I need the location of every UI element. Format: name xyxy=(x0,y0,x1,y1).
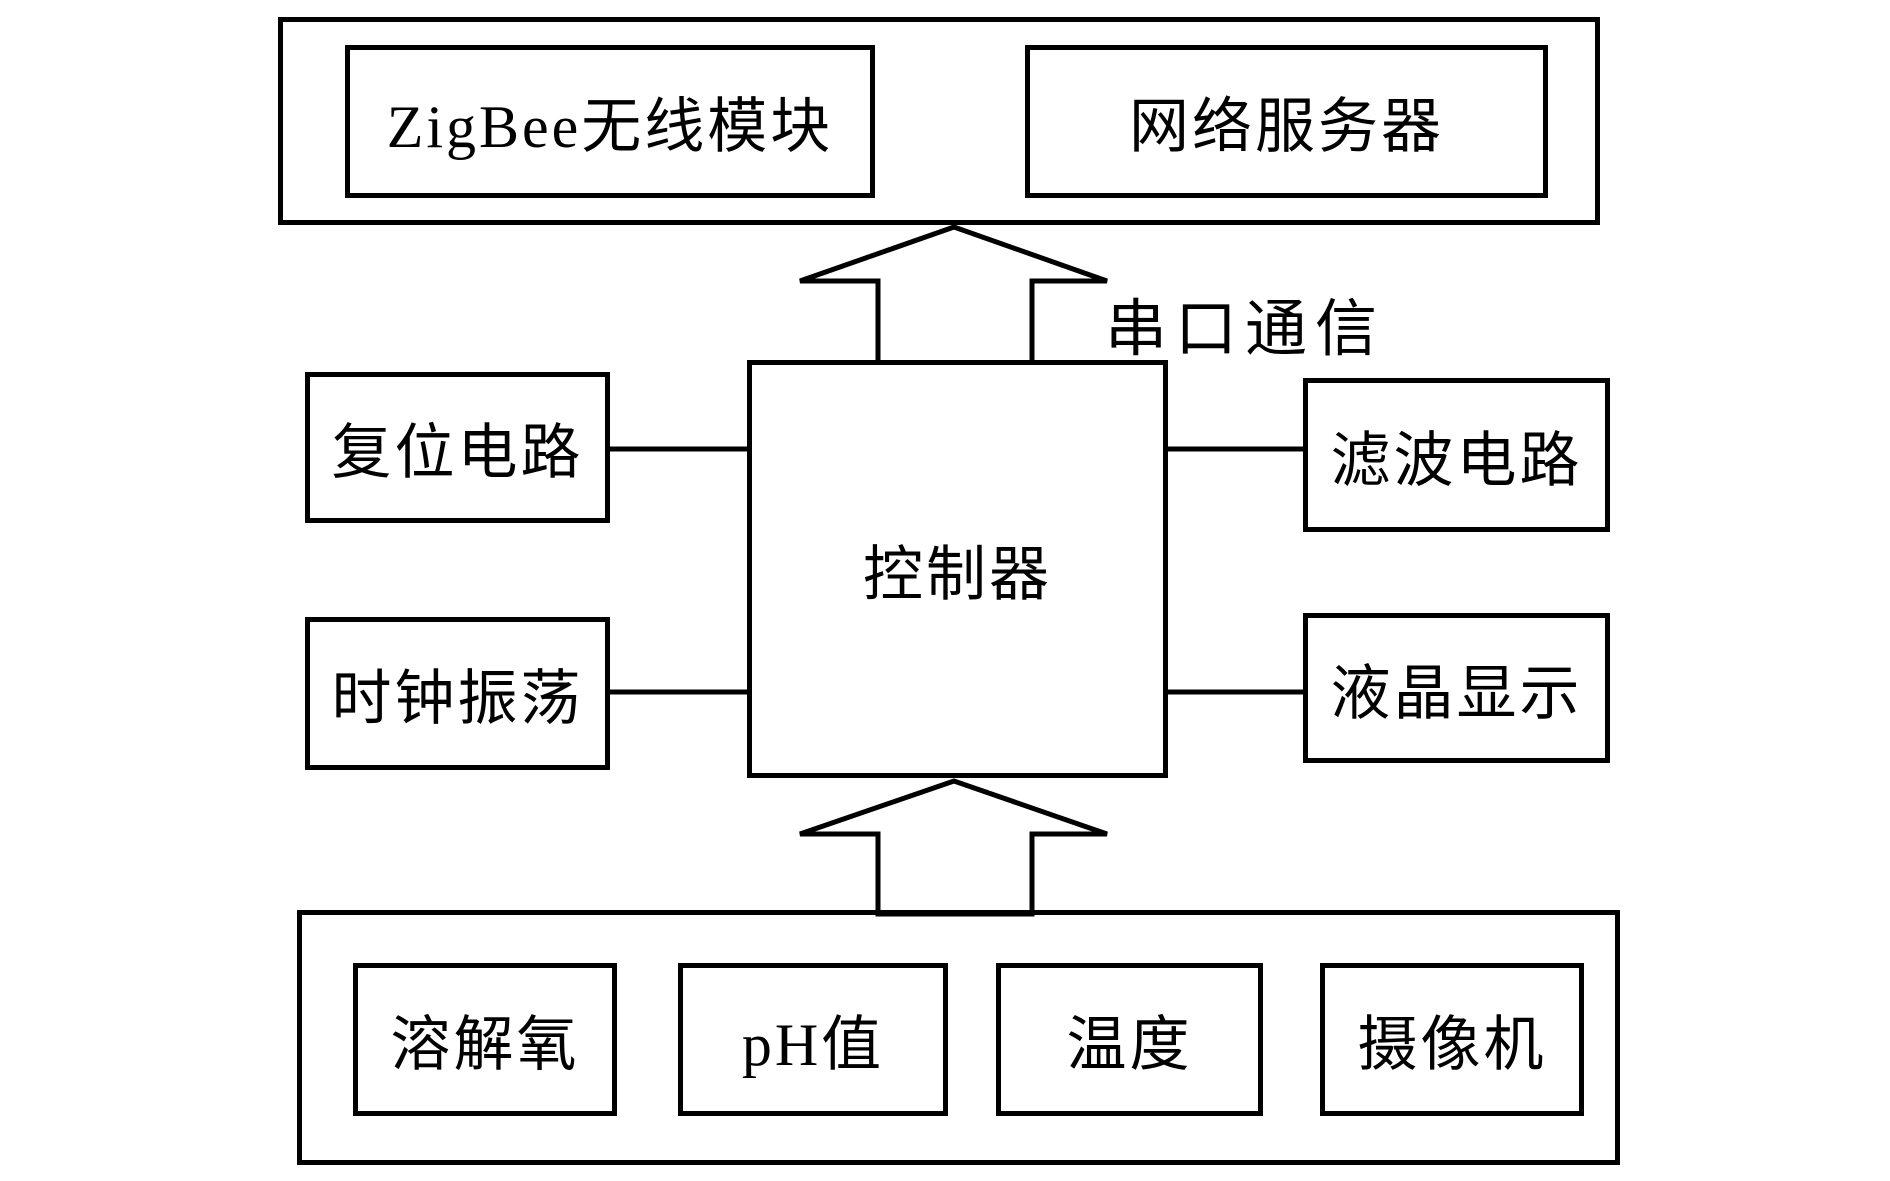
network-server-box: 网络服务器 xyxy=(1025,45,1548,198)
lcd-display-box: 液晶显示 xyxy=(1303,613,1610,763)
filter-circuit-box: 滤波电路 xyxy=(1303,378,1610,532)
lcd-display-label: 液晶显示 xyxy=(1330,660,1583,727)
dissolved-oxygen-label: 溶解氧 xyxy=(390,1012,580,1078)
reset-circuit-label: 复位电路 xyxy=(331,420,584,486)
camera-box: 摄像机 xyxy=(1320,963,1584,1116)
camera-label: 摄像机 xyxy=(1357,1012,1547,1078)
temperature-label: 温度 xyxy=(1066,1012,1193,1078)
controller-label: 控制器 xyxy=(863,541,1052,608)
clock-oscillator-box: 时钟振荡 xyxy=(305,617,610,770)
serial-up-arrow xyxy=(799,224,1108,367)
controller-box: 控制器 xyxy=(747,360,1168,778)
wireless-group-box xyxy=(278,17,1600,225)
reset-circuit-box: 复位电路 xyxy=(305,372,610,523)
dissolved-oxygen-box: 溶解氧 xyxy=(353,963,617,1116)
serial-communication-label: 串口通信 xyxy=(1105,296,1386,364)
ph-value-box: pH值 xyxy=(678,963,948,1116)
sensor-group-box xyxy=(297,910,1620,1165)
clock-oscillator-label: 时钟振荡 xyxy=(331,666,584,732)
zigbee-module-label: ZigBee无线模块 xyxy=(386,94,834,160)
sensor-up-arrow xyxy=(799,778,1108,917)
zigbee-module-box: ZigBee无线模块 xyxy=(345,45,875,198)
temperature-box: 温度 xyxy=(996,963,1263,1116)
ph-value-label: pH值 xyxy=(741,1012,885,1078)
network-server-label: 网络服务器 xyxy=(1129,94,1444,160)
filter-circuit-label: 滤波电路 xyxy=(1330,427,1583,494)
